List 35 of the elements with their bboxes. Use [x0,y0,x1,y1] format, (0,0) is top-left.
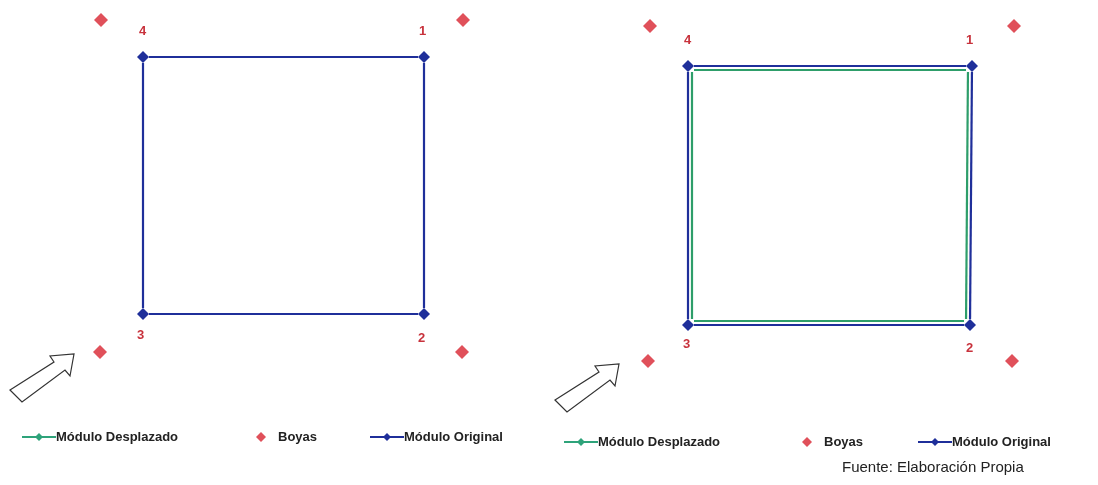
corner-number: 3 [683,337,691,350]
module-edge [149,312,418,316]
corner-number: 3 [137,328,145,341]
corner-number: 1 [419,24,427,37]
module-edge [149,55,418,59]
module-edge [694,64,966,68]
corner-marker [137,308,149,320]
corner-marker [682,60,694,72]
corner-marker [418,51,430,63]
module-edge [968,72,974,319]
legend-label: Módulo Desplazado [56,428,179,446]
corner-number: 4 [684,33,692,46]
module-edge [964,71,970,319]
corner-marker [682,319,694,331]
module-edge [694,319,964,323]
module-edge [686,72,690,319]
module-edge [141,63,145,308]
corner-number: 2 [966,341,974,354]
legend-label: Módulo Desplazado [598,433,721,451]
corner-marker [418,308,430,320]
module-edge [690,72,694,319]
corner-number: 1 [966,33,974,46]
corner-marker [966,60,978,72]
module-edge [694,68,966,72]
legend-label: Módulo Original [404,428,503,446]
corner-number: 2 [418,331,426,344]
legend-label: Boyas [824,433,864,451]
corner-marker [964,319,976,331]
corner-marker [137,51,149,63]
module-edge [422,63,426,308]
caption: Fuente: Elaboración Propia [842,457,1024,477]
legend-label: Módulo Original [952,433,1051,451]
corner-number: 4 [139,24,147,37]
module-edge [694,323,964,327]
legend-label: Boyas [278,428,318,446]
